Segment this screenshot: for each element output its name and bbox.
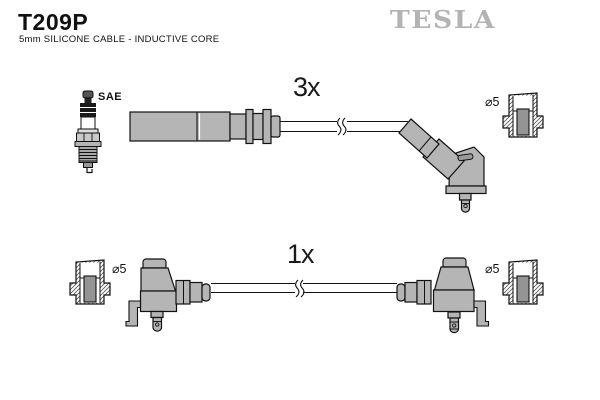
mounting-bracket [473, 300, 490, 327]
wire-break-mark [337, 117, 342, 136]
terminal-cross-section [69, 259, 111, 305]
wire-break-mark [342, 117, 347, 136]
boot-slot [457, 153, 474, 162]
wire-break-mark [295, 279, 300, 298]
left-coil-boot [125, 258, 211, 332]
wire [211, 279, 397, 298]
wire-break-mark [300, 279, 305, 298]
quantity-label-top: 3x [293, 72, 321, 102]
mounting-bracket [125, 300, 142, 327]
terminal-cross-section [502, 92, 544, 138]
diameter-label-bottom-right: ⌀5 [485, 262, 500, 276]
diameter-label-top-right: ⌀5 [485, 95, 500, 109]
wire [280, 117, 408, 136]
brand-logo: TESLA [390, 7, 496, 35]
quantity-label-bottom: 1x [287, 239, 315, 269]
angled-boot [398, 118, 487, 213]
spark-plug-icon [74, 90, 102, 174]
diameter-label-bottom-left: ⌀5 [112, 262, 127, 276]
part-number-label: T209P [18, 9, 89, 35]
spark-plug-terminal-label: SAE [98, 91, 123, 103]
plug-boot [129, 108, 281, 145]
right-coil-boot [396, 257, 490, 334]
coil-wire-straight-boots [125, 257, 490, 334]
plug-wire-angled-boot [129, 108, 487, 213]
product-subtitle: 5mm SILICONE CABLE - INDUCTIVE CORE [19, 34, 220, 45]
terminal-cross-section [502, 259, 544, 305]
